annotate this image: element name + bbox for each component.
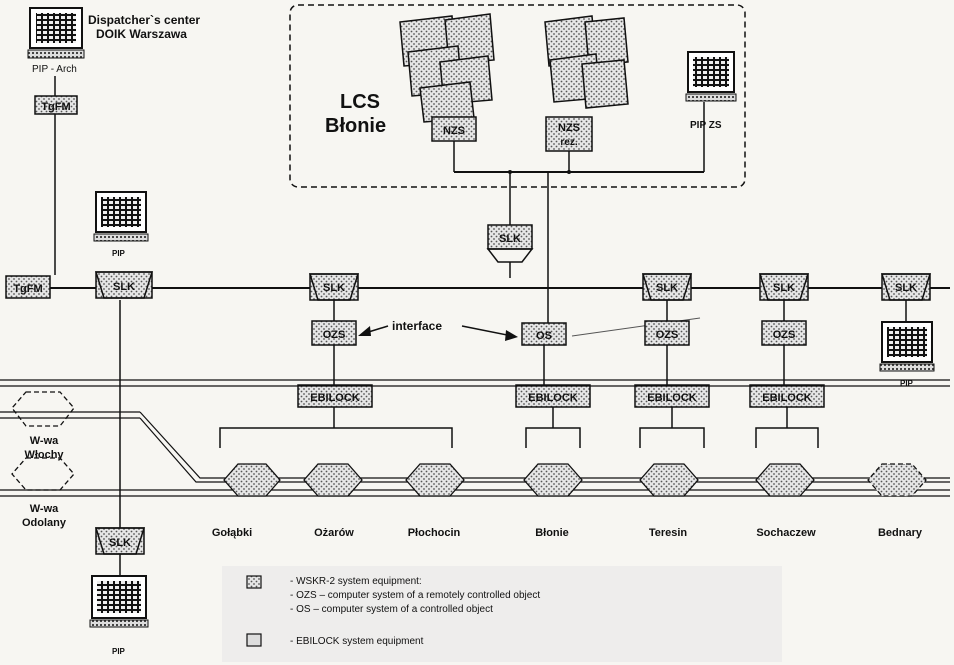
left-pip-label: PIP xyxy=(112,249,126,258)
dispatcher-subtitle: DOIK Warszawa xyxy=(96,27,187,41)
station-wlochy-sublabel: Włochy xyxy=(24,449,64,461)
os-blonie-label: OS xyxy=(536,330,552,342)
brace-teresin xyxy=(640,407,704,448)
legend-wskr-line3: - OS – computer system of a controlled o… xyxy=(290,604,493,615)
pip-zs-label: PIP ZS xyxy=(690,120,722,131)
brace-blonie xyxy=(526,407,580,448)
slk-label-sochaczew: SLK xyxy=(773,282,795,294)
lcs-title: LCS xyxy=(340,91,380,113)
dispatcher-pc xyxy=(28,8,84,58)
dispatcher-title: Dispatcher`s center xyxy=(88,13,200,27)
left-slk-label: SLK xyxy=(113,281,135,293)
legend-wskr-swatch xyxy=(247,576,261,588)
legend-ebilock-swatch xyxy=(247,634,261,646)
ebilock-sochaczew-label: EBILOCK xyxy=(762,392,812,404)
right-pip-pc xyxy=(880,322,934,371)
station-blonie-label: Błonie xyxy=(535,527,569,539)
ebilock-ozarow-label: EBILOCK xyxy=(310,392,360,404)
nzs-rez-sublabel: rez. xyxy=(560,137,577,148)
legend-wskr-line1: - WSKR-2 system equipment: xyxy=(290,576,422,587)
bottom-pip-pc xyxy=(90,576,148,627)
interface-label: interface xyxy=(392,319,442,333)
lcs-slk-label: SLK xyxy=(499,233,521,245)
left-tgfm-label: TgFM xyxy=(13,283,42,295)
brace-sochaczew xyxy=(756,407,818,448)
station-plochocin-label: Płochocin xyxy=(408,527,461,539)
ozs-teresin-label: OZS xyxy=(656,329,679,341)
station-golabki-label: Gołąbki xyxy=(212,527,252,539)
lcs-subtitle: Błonie xyxy=(325,115,386,137)
ozs-sochaczew-label: OZS xyxy=(773,329,796,341)
dispatcher-tgfm-label: TgFM xyxy=(41,101,70,113)
station-sochaczew-label: Sochaczew xyxy=(756,527,816,539)
station-ozarow-label: Ożarów xyxy=(314,527,354,539)
legend-ebilock-line: - EBILOCK system equipment xyxy=(290,636,424,647)
bottom-pip-label: PIP xyxy=(112,647,126,656)
slk-label-bednary: SLK xyxy=(895,282,917,294)
station-odolany-label: W-wa xyxy=(30,503,59,515)
nzs-workstations-reserve xyxy=(545,16,628,108)
slk-label-teresin: SLK xyxy=(656,282,678,294)
station-odolany-sublabel: Odolany xyxy=(22,517,67,529)
slk-label-ozarow: SLK xyxy=(323,282,345,294)
nzs-workstations-main xyxy=(400,14,494,122)
left-pip-pc xyxy=(94,192,148,241)
legend-wskr-line2: - OZS – computer system of a remotely co… xyxy=(290,590,540,601)
brace-ozarow xyxy=(220,407,452,448)
station-teresin-label: Teresin xyxy=(649,527,688,539)
ozs-ozarow-label: OZS xyxy=(323,329,346,341)
nzs-main-label: NZS xyxy=(443,125,465,137)
pip-zs-pc xyxy=(686,52,736,101)
bottom-slk-label: SLK xyxy=(109,537,131,549)
nzs-rez-label: NZS xyxy=(558,122,580,134)
pip-arch-label: PIP - Arch xyxy=(32,64,77,75)
ebilock-blonie-label: EBILOCK xyxy=(528,392,578,404)
ebilock-teresin-label: EBILOCK xyxy=(647,392,697,404)
station-bednary-label: Bednary xyxy=(878,527,923,539)
station-wlochy-label: W-wa xyxy=(30,435,59,447)
